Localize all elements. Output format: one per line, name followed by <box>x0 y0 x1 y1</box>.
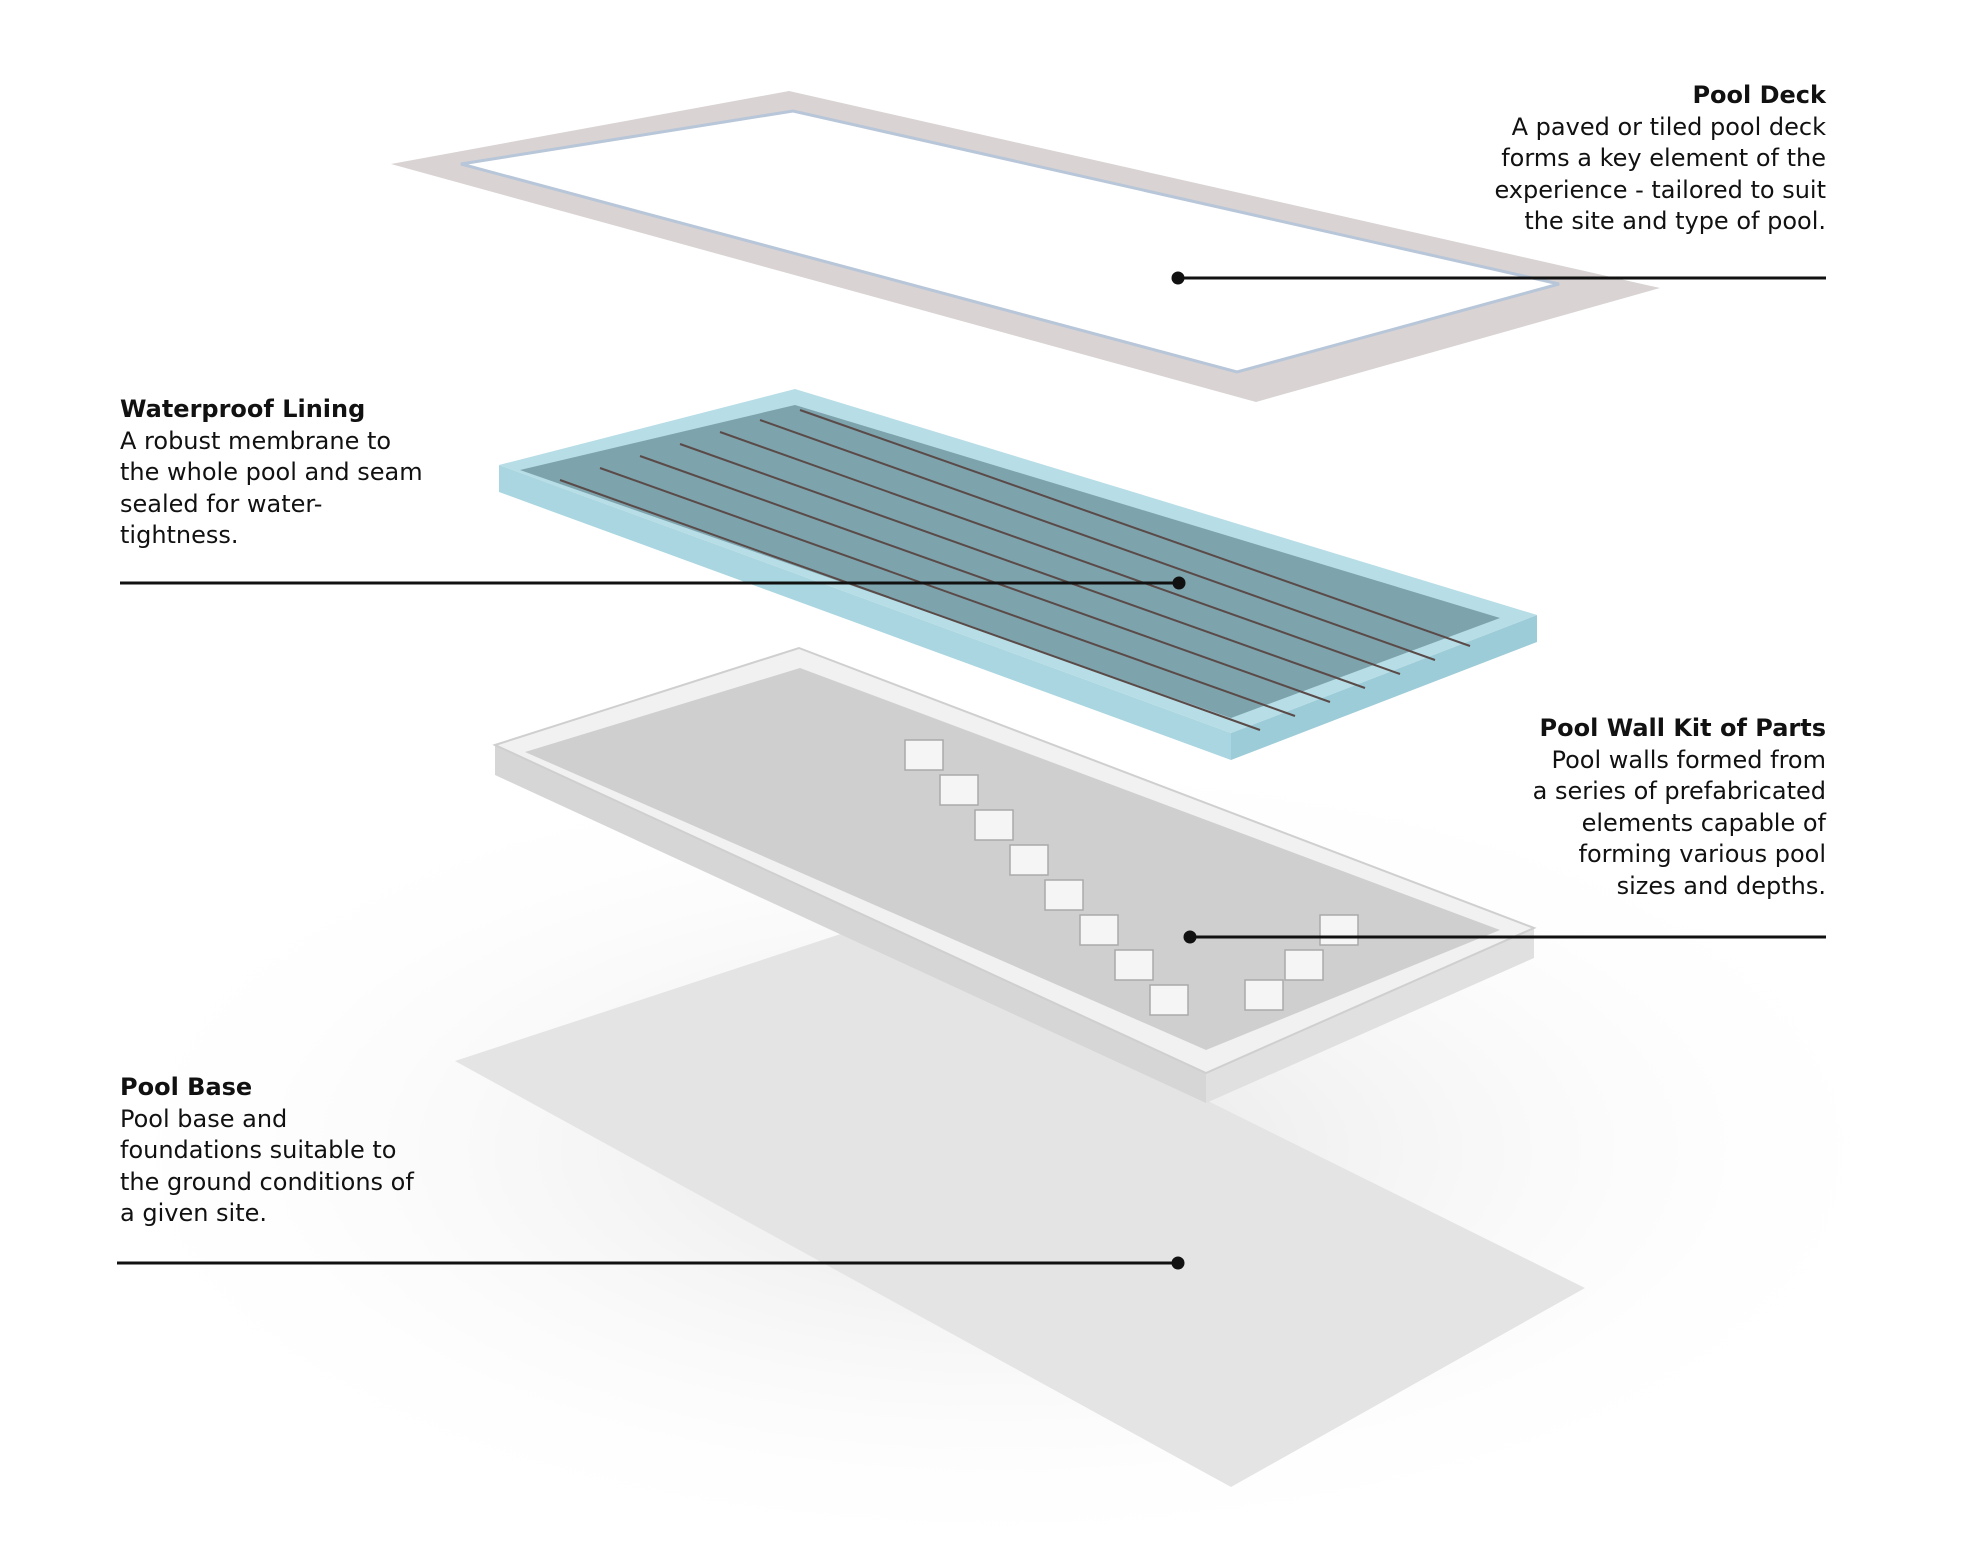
pool-base-label: Pool Base Pool base and foundations suit… <box>120 1072 414 1230</box>
pool-wall-description: Pool walls formed from a series of prefa… <box>1532 745 1826 900</box>
waterproof-lining-title: Waterproof Lining <box>120 395 366 423</box>
pool-deck-description: A paved or tiled pool deck forms a key e… <box>1494 112 1826 236</box>
pool-deck <box>391 91 1660 402</box>
pool-deck-title: Pool Deck <box>1692 81 1826 109</box>
pool-wall-kit <box>492 646 1537 1103</box>
pool-wall-title: Pool Wall Kit of Parts <box>1539 714 1826 742</box>
pool-deck-label: Pool Deck A paved or tiled pool deck for… <box>1494 80 1826 238</box>
waterproof-lining-label: Waterproof Lining A robust membrane to t… <box>120 394 423 552</box>
waterproof-lining <box>499 389 1537 760</box>
pool-base-title: Pool Base <box>120 1073 253 1101</box>
leader-lines <box>117 271 1826 1270</box>
pool-base-slab <box>455 928 1585 1487</box>
waterproof-lining-description: A robust membrane to the whole pool and … <box>120 426 423 550</box>
pool-wall-label: Pool Wall Kit of Parts Pool walls formed… <box>1533 713 1826 903</box>
pool-base-description: Pool base and foundations suitable to th… <box>120 1104 414 1228</box>
